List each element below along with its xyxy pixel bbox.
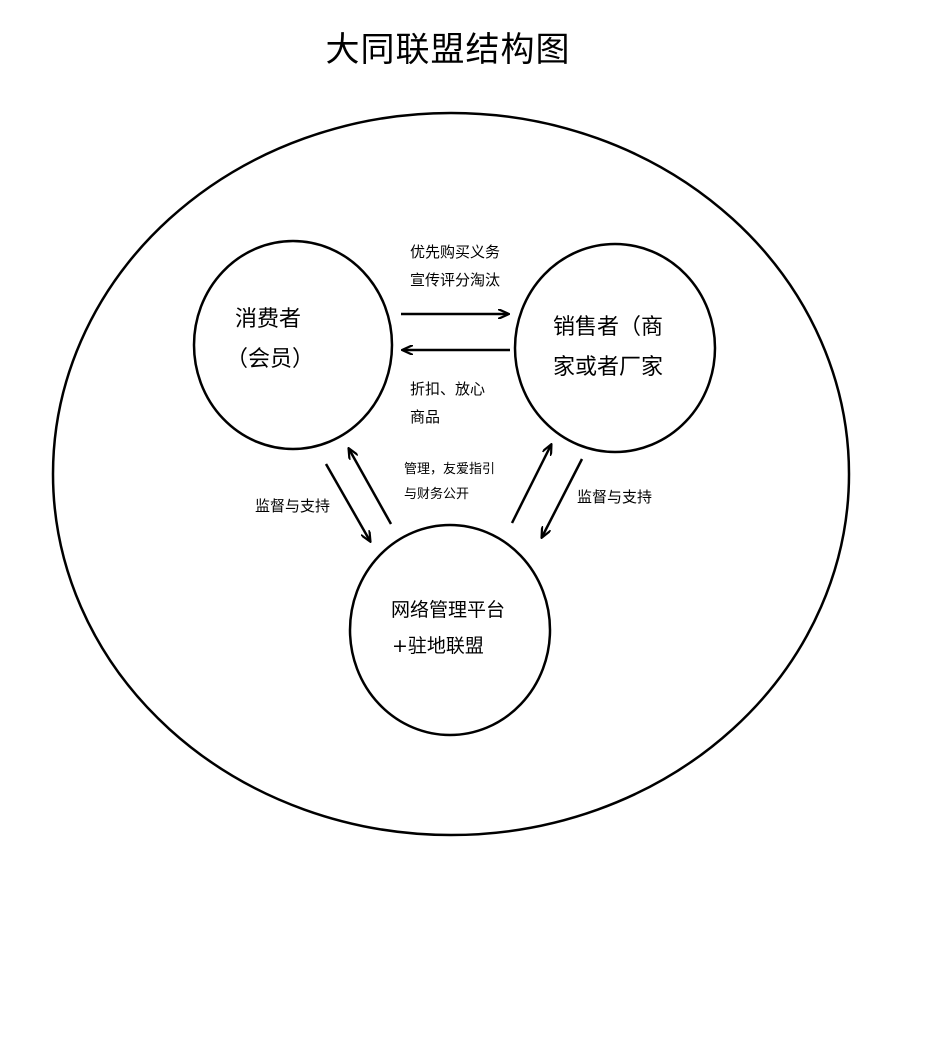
platform-label-line1: 网络管理平台 [391, 599, 506, 621]
edge-label-seller-to-consumer-line2: 商品 [410, 408, 441, 426]
consumer-label-line1: 消费者 [235, 307, 302, 332]
arrow-consumer-to-platform [324, 463, 370, 541]
platform-circle [348, 523, 552, 737]
diagram-title: 大同联盟结构图 [325, 30, 571, 70]
outer-ellipse [51, 111, 851, 837]
arrow-platform-to-consumer [349, 449, 393, 525]
edge-label-consumer-to-seller-line1: 优先购买义务 [410, 243, 501, 261]
seller-label-line1: 销售者（商 [553, 315, 664, 340]
edge-label-platform-to-consumer-line2: 与财务公开 [404, 487, 470, 502]
consumer-circle [192, 239, 394, 451]
edge-label-consumer-to-seller-line2: 宣传评分淘汰 [410, 271, 501, 289]
arrow-platform-to-seller [510, 445, 551, 524]
consumer-label-line2: （会员） [226, 347, 315, 372]
seller-label-line2: 家或者厂家 [553, 355, 664, 380]
platform-label-line2: +驻地联盟 [392, 635, 484, 657]
arrow-seller-to-platform [542, 458, 584, 537]
edge-label-seller-to-consumer-line1: 折扣、放心 [410, 380, 486, 398]
edge-label-platform-to-consumer-line1: 管理，友爱指引 [404, 462, 496, 477]
edge-label-consumer-to-platform: 监督与支持 [255, 497, 331, 515]
edge-label-seller-to-platform: 监督与支持 [577, 488, 653, 506]
seller-circle [513, 242, 717, 454]
